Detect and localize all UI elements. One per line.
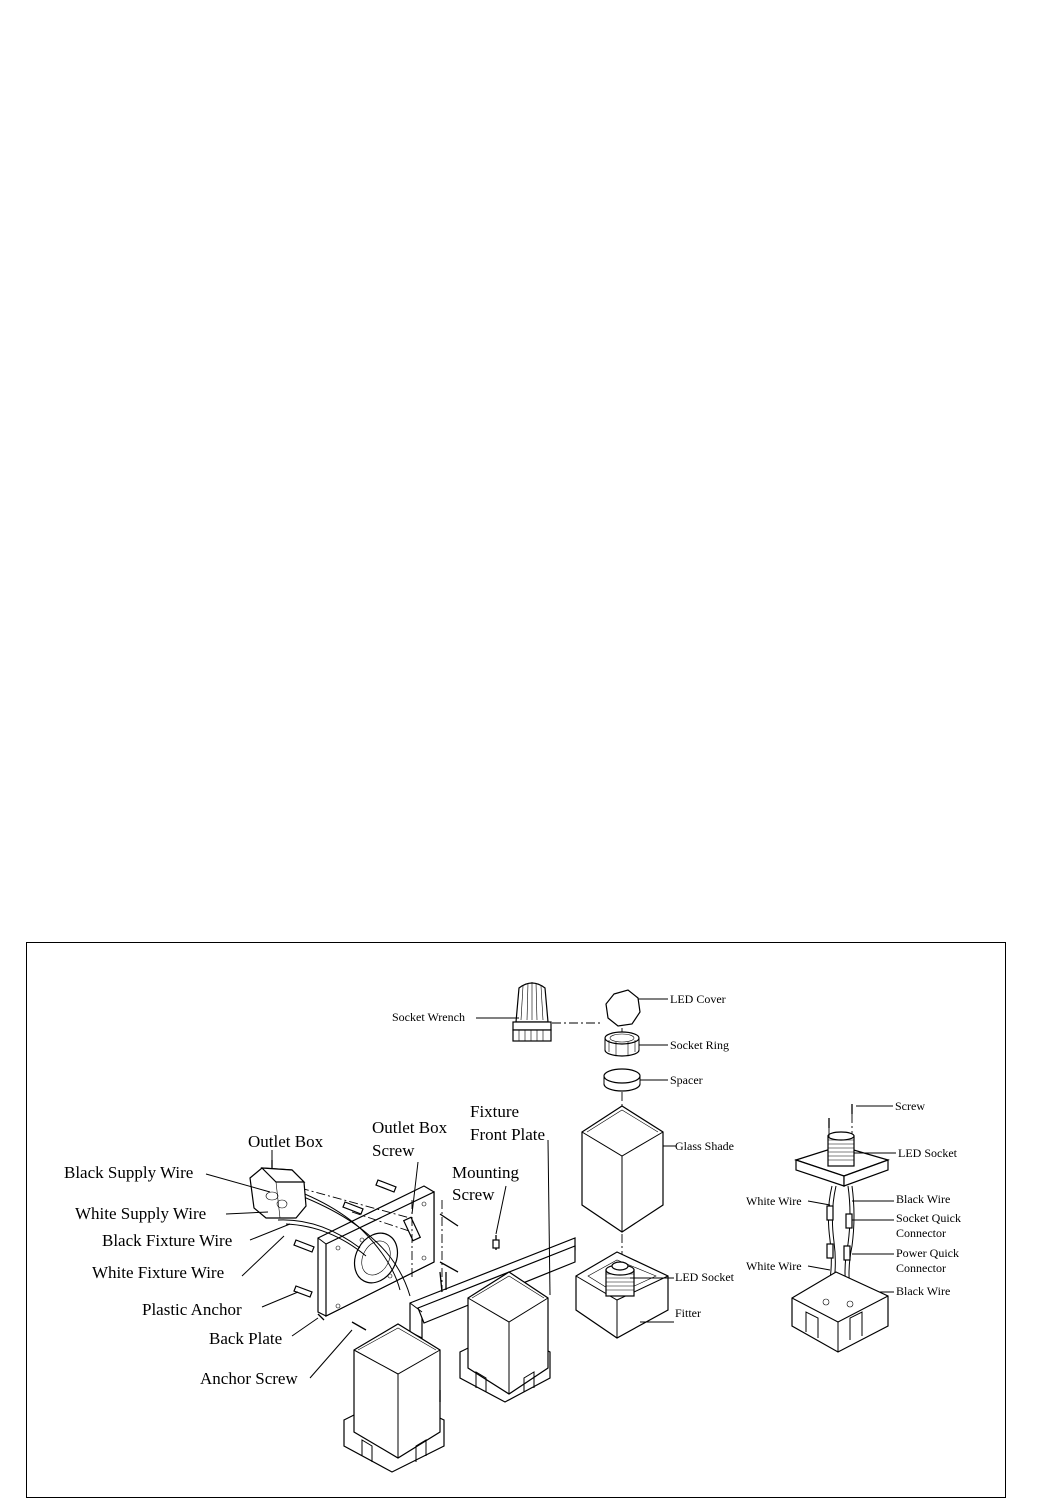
white-wire-bottom-label: White Wire (746, 1259, 802, 1273)
mounting-screw-label-2: Screw (452, 1185, 495, 1204)
socket-ring-label: Socket Ring (670, 1038, 729, 1052)
plastic-anchor-label: Plastic Anchor (142, 1300, 242, 1319)
mounting-screw-label-1: Mounting (452, 1163, 520, 1182)
mounting-screw-drawing (492, 1185, 507, 1250)
back-plate-drawing (317, 1185, 435, 1317)
fixture-front-plate-label-1: Fixture (470, 1102, 519, 1121)
glass-shade-drawing (581, 1105, 676, 1233)
spacer-label: Spacer (670, 1073, 703, 1087)
outlet-box-screw-label-2: Screw (372, 1141, 415, 1160)
outlet-box-label: Outlet Box (248, 1132, 324, 1151)
outlet-box-screw-label-1: Outlet Box (372, 1118, 448, 1137)
left-shade-drawing (343, 1323, 445, 1473)
wiring-drawing (271, 1181, 443, 1297)
fitter-label: Fitter (675, 1306, 701, 1320)
screw-label: Screw (895, 1099, 925, 1113)
black-fixture-wire-label: Black Fixture Wire (102, 1231, 232, 1250)
led-socket-main-drawing (605, 1261, 674, 1297)
led-cover-label: LED Cover (670, 992, 726, 1006)
black-supply-wire-label: Black Supply Wire (64, 1163, 193, 1182)
led-socket-main-label: LED Socket (675, 1270, 735, 1284)
socket-wrench-drawing (476, 982, 552, 1042)
glass-shade-label: Glass Shade (675, 1139, 734, 1153)
leader-lines (205, 1150, 419, 1379)
power-quick-connector-label-2: Connector (896, 1261, 946, 1275)
black-wire-top-label: Black Wire (896, 1192, 950, 1206)
socket-ring-drawing (604, 1031, 668, 1057)
led-cover-drawing (605, 989, 668, 1027)
back-plate-label: Back Plate (209, 1329, 282, 1348)
anchor-screw-label: Anchor Screw (200, 1369, 298, 1388)
black-wire-bottom-label: Black Wire (896, 1284, 950, 1298)
outlet-box-drawing (249, 1160, 307, 1219)
socket-wrench-label: Socket Wrench (392, 1010, 465, 1024)
white-supply-wire-label: White Supply Wire (75, 1204, 206, 1223)
white-wire-top-label: White Wire (746, 1194, 802, 1208)
socket-quick-connector-label-2: Connector (896, 1226, 946, 1240)
detail-assembly-drawing (791, 1104, 896, 1353)
led-socket-detail-label: LED Socket (898, 1146, 958, 1160)
anchors-screws-drawing (293, 1179, 459, 1331)
fixture-front-plate-label-2: Front Plate (470, 1125, 545, 1144)
power-quick-connector-label-1: Power Quick (896, 1246, 959, 1260)
white-fixture-wire-label: White Fixture Wire (92, 1263, 224, 1282)
diagram-frame (26, 942, 1006, 1498)
socket-quick-connector-label-1: Socket Quick (896, 1211, 961, 1225)
middle-shade-drawing (459, 1139, 551, 1403)
spacer-drawing (603, 1068, 668, 1092)
